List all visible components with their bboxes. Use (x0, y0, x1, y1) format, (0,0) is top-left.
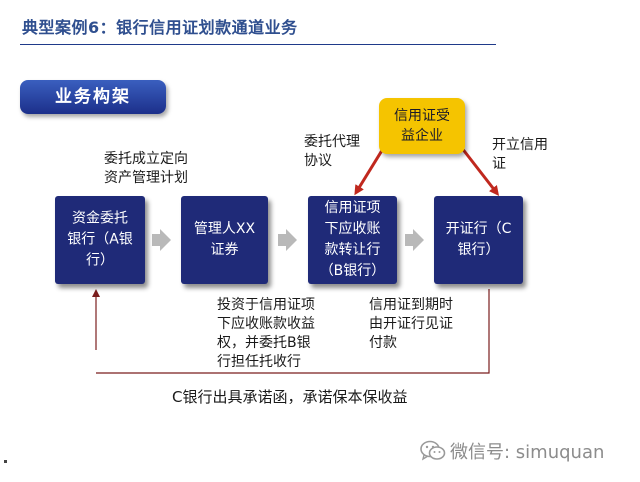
fund-entrusting-bank-box: 资金委托 银行（A银 行） (55, 196, 145, 284)
invest-label: 投资于信用证项 下应收账款收益 权，并委托B银 行担任托收行 (217, 297, 315, 370)
title-divider (20, 44, 496, 45)
open-lc-arrow (454, 139, 500, 196)
issuing-bank-box: 开证行（C 银行） (434, 196, 523, 284)
lc-beneficiary-label: 信用证受 益企业 (394, 108, 450, 144)
open-lc-label: 开立信用 证 (492, 137, 548, 172)
flow-arrow-a-b (152, 229, 171, 251)
page-title: 典型案例6：银行信用证划款通道业务 (22, 18, 298, 37)
maturity-label: 信用证到期时 由开证行见证 付款 (369, 297, 453, 351)
receivables-transfer-bank-box: 信用证项 下应收账 款转让行 （B银行） (308, 196, 397, 284)
watermark-text: 微信号: simuquan (450, 442, 605, 463)
receivables-transfer-bank-label: 信用证项 下应收账 款转让行 （B银行） (319, 200, 386, 279)
flow-arrow-b-c (278, 229, 297, 251)
flow-arrow-c-d (405, 229, 424, 251)
manager-securities-label: 管理人XX 证券 (193, 221, 256, 258)
fund-entrusting-bank-label: 资金委托 银行（A银 行） (67, 210, 133, 269)
lc-beneficiary-box: 信用证受 益企业 (379, 98, 465, 154)
wechat-icon (420, 440, 446, 461)
agency-agreement-label: 委托代理 协议 (304, 134, 360, 169)
manager-securities-box: 管理人XX 证券 (181, 196, 268, 284)
issuing-bank-label: 开证行（C 银行） (445, 221, 512, 258)
return-line (96, 289, 490, 374)
section-badge: 业务构架 (20, 80, 166, 114)
corner-dot (4, 460, 7, 463)
guarantee-label: C银行出具承诺函，承诺保本保收益 (172, 388, 408, 406)
section-badge-label: 业务构架 (55, 87, 131, 107)
entrust-plan-label: 委托成立定向 资产管理计划 (104, 151, 188, 186)
